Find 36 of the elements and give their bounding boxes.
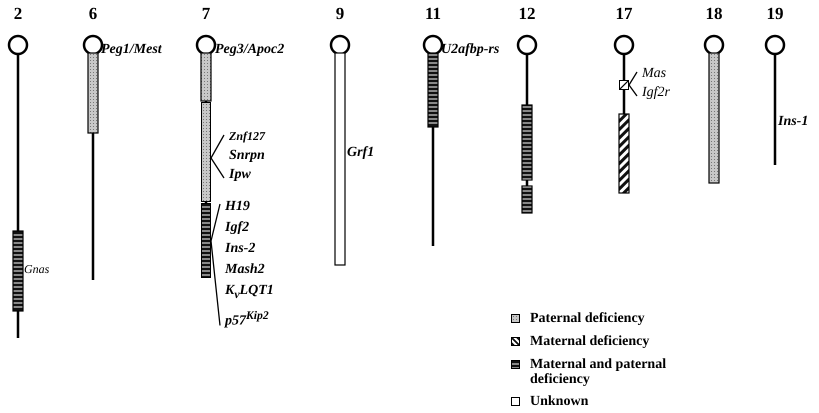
gene-label: H19: [225, 198, 251, 216]
chromosome-number: 18: [706, 4, 722, 24]
gene-label: Igf2r: [642, 84, 670, 102]
chromosome-number: 2: [14, 4, 22, 24]
gene-label: p57$^{Kip2}$: [225, 308, 270, 330]
legend-text: Maternal and paternal deficiency: [530, 357, 668, 387]
gene-label: Ins-1: [778, 114, 808, 130]
gene-label: Mas: [642, 65, 668, 83]
legend-text: Unknown: [530, 394, 590, 409]
chromosome-band: [201, 203, 211, 278]
gene-label: Mash2: [225, 261, 266, 279]
chromosome-band-box: [619, 80, 629, 90]
gene-label: Ipw: [229, 166, 252, 184]
gene-label: Snrpn: [229, 147, 265, 165]
chromosome-number: 7: [202, 4, 210, 24]
gene-label: Peg1/Mest: [101, 42, 162, 58]
gene-label: Grf1: [347, 145, 374, 161]
gene-label: Gnas: [24, 262, 50, 277]
chromosome-number: 9: [336, 4, 344, 24]
chromosome-number: 17: [616, 4, 632, 24]
chromosome-number: 11: [424, 4, 442, 24]
gene-label: Ins-2: [225, 240, 256, 258]
chromosome-number: 12: [518, 4, 536, 24]
leader-line: [210, 134, 225, 179]
gene-label: Znf127: [229, 128, 265, 145]
leader-line: [628, 72, 638, 97]
gene-label: Peg3/Apoc2: [215, 42, 284, 58]
legend-text: Maternal deficiency: [530, 334, 650, 349]
leader-line: [210, 204, 221, 326]
gene-label: U2afbp-rs: [441, 42, 500, 58]
gene-label: K$_{v}$LQT1: [225, 282, 274, 303]
gene-label: Igf2: [225, 219, 250, 237]
chromosome-band: [201, 102, 211, 202]
chromosome-number: 19: [766, 4, 784, 24]
legend-text: Paternal deficiency: [530, 311, 646, 326]
chromosome-number: 6: [88, 4, 98, 24]
